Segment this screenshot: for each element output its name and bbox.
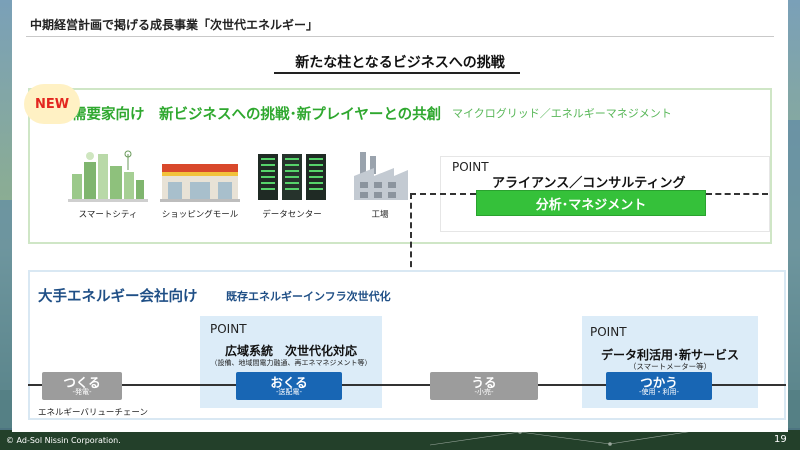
new-badge: NEW	[24, 84, 80, 124]
wide-area-title: 広域系統 次世代化対応	[224, 344, 357, 358]
stage-name: おくる	[270, 374, 308, 390]
stage-name: つかう	[640, 374, 678, 390]
stage-transmit: おくる -送配電-	[236, 372, 342, 400]
smart-city-icon	[68, 150, 148, 202]
analysis-management-button[interactable]: 分析･マネジメント	[476, 190, 706, 216]
factory-icon	[354, 152, 408, 200]
point-label: POINT	[210, 322, 247, 336]
alliance-title: アライアンス／コンサルティング	[492, 176, 686, 191]
demand-side-subheading: マイクログリッド／エネルギーマネジメント	[452, 107, 672, 120]
facility-label: スマートシティ	[78, 210, 138, 220]
main-title-underline	[274, 72, 520, 74]
stage-sub: -発電-	[72, 387, 92, 396]
point-label: POINT	[590, 325, 627, 339]
slide: 中期経営計画で掲げる成長事業「次世代エネルギー」 新たな柱となるビジネスへの挑戦…	[12, 0, 788, 432]
value-chain-label: エネルギーバリューチェーン	[38, 408, 148, 418]
header-divider	[26, 36, 774, 37]
facility-smart-city: スマートシティ	[58, 150, 158, 220]
facility-label: データセンター	[262, 210, 322, 220]
facility-label: ショッピングモール	[161, 210, 239, 220]
stage-name: うる	[471, 374, 497, 390]
stage-name: つくる	[63, 374, 101, 390]
dashed-connector-horizontal-right	[706, 193, 768, 195]
stage-use: つかう -使用・利用-	[606, 372, 712, 400]
point-label: POINT	[452, 160, 489, 174]
data-service-title: データ利活用･新サービス	[600, 348, 739, 362]
data-center-icon	[258, 154, 326, 200]
demand-side-heading: 需要家向け 新ビジネスへの挑戦･新プレイヤーとの共創	[72, 107, 442, 123]
data-service-note: （スマートメーター等）	[628, 362, 712, 371]
stage-retail: うる -小売-	[430, 372, 538, 400]
dashed-connector-horizontal	[410, 193, 476, 195]
major-energy-heading: 大手エネルギー会社向け	[38, 289, 198, 305]
facility-factory: 工場	[330, 150, 430, 220]
value-chain-line	[28, 384, 786, 386]
facility-shopping-mall: ショッピングモール	[150, 150, 250, 220]
stage-generate: つくる -発電-	[42, 372, 122, 400]
copyright: © Ad-Sol Nissin Corporation.	[6, 436, 121, 445]
major-energy-subheading: 既存エネルギーインフラ次世代化	[226, 290, 391, 303]
page-header: 中期経営計画で掲げる成長事業「次世代エネルギー」	[30, 18, 319, 32]
facility-label: 工場	[371, 210, 389, 220]
shopping-mall-icon	[160, 164, 240, 202]
wide-area-note: （設備、地域間電力融通、再エネマネジメント等）	[210, 359, 372, 367]
stage-sub: -使用・利用-	[638, 387, 680, 396]
stage-sub: -小売-	[474, 387, 494, 396]
stage-sub: -送配電-	[275, 387, 303, 396]
facility-data-center: データセンター	[242, 150, 342, 220]
page-number: 19	[774, 434, 787, 445]
main-title: 新たな柱となるビジネスへの挑戦	[295, 55, 505, 71]
